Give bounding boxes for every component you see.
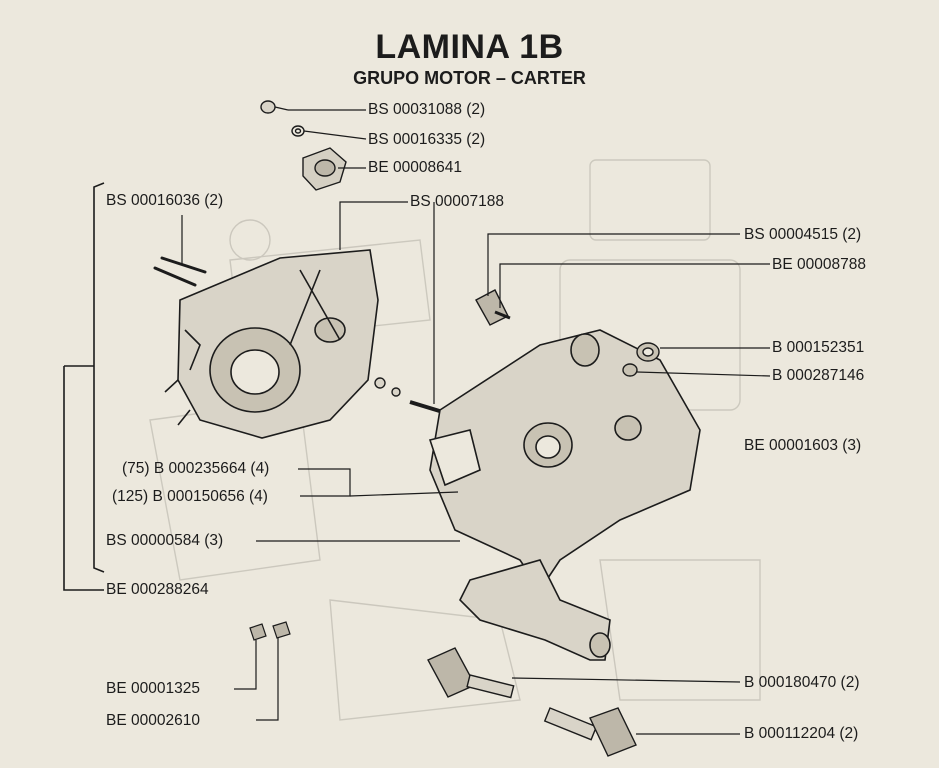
label-be00002610: BE 00002610 [106,712,200,729]
cover-plate-be00008641 [302,147,347,191]
bushing-be00002610 [272,621,291,639]
label-b000112204: B 000112204 (2) [744,725,859,742]
seal-b000287146 [622,363,638,377]
label-bs00000584: BS 00000584 (3) [106,532,224,549]
label-be00008641: BE 00008641 [368,159,462,176]
right-crankcase-half [428,329,701,661]
studs-bs00016036 [153,256,207,287]
label-b000180470: B 000180470 (2) [744,674,860,691]
label-be000288264: BE 000288264 [106,581,209,598]
shaft-b000180470 [427,647,515,699]
label-b000150656: (125) B 000150656 (4) [112,488,268,505]
label-bs00004515: BS 00004515 (2) [744,226,862,243]
label-b000152351: B 000152351 [772,339,865,356]
page-title: LAMINA 1B [375,28,564,66]
label-be00008788: BE 00008788 [772,256,866,273]
label-be00001325: BE 00001325 [106,680,200,697]
label-bs00016335: BS 00016335 (2) [368,131,486,148]
leader-lines [181,109,771,735]
washer-bs00016335 [291,125,305,137]
screw-bs00031088 [260,100,289,114]
group-bracket [63,182,105,591]
label-b000235664: (75) B 000235664 (4) [122,460,270,477]
label-bs00031088: BS 00031088 (2) [368,101,486,118]
left-crankcase-half [164,249,379,439]
label-be00001603: BE 00001603 (3) [744,437,862,454]
seal-b000152351 [636,342,660,362]
shaft-b000112204 [543,707,637,757]
label-bs00016036: BS 00016036 (2) [106,192,224,209]
label-bs00007188: BS 00007188 [410,193,504,210]
bushing-be00008788 [475,289,511,326]
label-b000287146: B 000287146 [772,367,865,384]
page-subtitle: GRUPO MOTOR – CARTER [353,68,586,88]
bushing-be00001325 [249,623,267,641]
